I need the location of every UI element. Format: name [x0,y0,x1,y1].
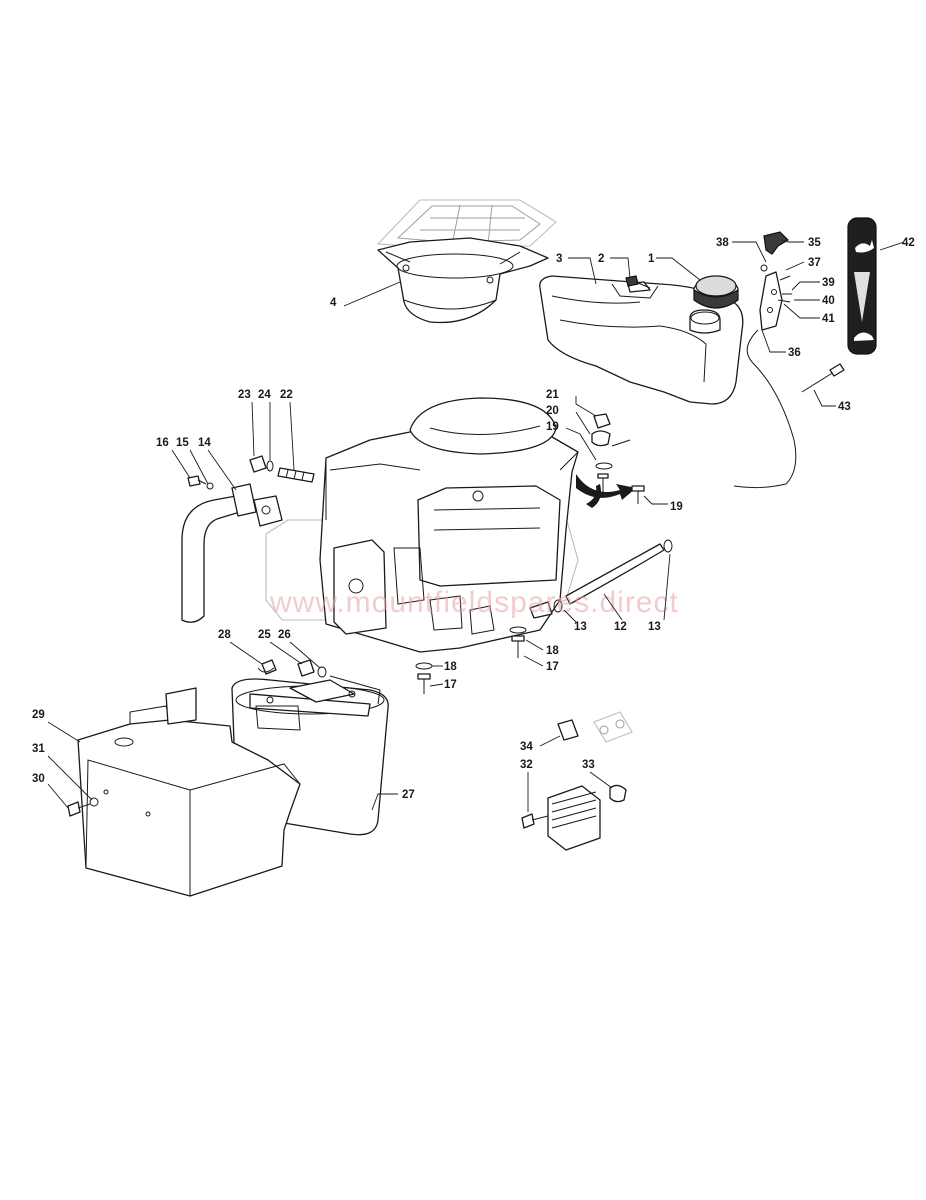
part-label-19-lower: 19 [670,501,683,513]
cover-screw [67,797,99,817]
part-label-30: 30 [32,773,45,785]
part-label-20: 20 [546,405,559,417]
fuel-tank [539,275,744,405]
fuel-cap [689,275,739,334]
part-label-2: 2 [598,253,604,265]
part-label-36: 36 [788,347,801,359]
hare-icon [855,240,874,253]
part-label-13-right: 13 [648,621,661,633]
part-label-35: 35 [808,237,821,249]
part-label-39: 39 [822,277,835,289]
dipstick [801,363,845,393]
relay [557,711,633,743]
part-label-38: 38 [716,237,729,249]
leader-lines [47,239,905,812]
part-number-labels: 1 2 3 4 12 13 13 14 15 16 17 17 18 18 19… [32,237,915,801]
part-label-34: 34 [520,741,533,753]
part-label-15: 15 [176,437,189,449]
duct-fasteners [257,659,327,678]
exhaust-stud-nut [249,455,315,483]
part-label-23: 23 [238,389,251,401]
part-label-18-right: 18 [546,645,559,657]
tank-screw [625,275,651,289]
part-label-37: 37 [808,257,821,269]
tortoise-icon [854,332,874,341]
part-label-41: 41 [822,313,835,325]
part-label-3: 3 [556,253,562,265]
exhaust-pipe [181,475,283,623]
part-label-18-left: 18 [444,661,457,673]
part-label-32: 32 [520,759,533,771]
voltage-regulator [521,784,627,851]
mounting-hardware-upper [591,413,645,504]
fuel-hose [529,539,673,619]
part-label-31: 31 [32,743,45,755]
assembly-direction-arrow [576,474,636,508]
blower-cover [77,687,301,897]
part-label-26: 26 [278,629,291,641]
part-label-22: 22 [280,389,293,401]
shroud-cup [377,237,549,324]
part-label-25: 25 [258,629,271,641]
part-label-16: 16 [156,437,169,449]
engine-block [265,397,579,653]
part-label-42: 42 [902,237,915,249]
part-label-43: 43 [838,401,851,413]
speed-decal [847,217,877,355]
part-label-27: 27 [402,789,415,801]
part-label-14: 14 [198,437,211,449]
part-label-28: 28 [218,629,231,641]
part-label-17-left: 17 [444,679,457,691]
part-label-1: 1 [648,253,655,265]
part-label-21: 21 [546,389,559,401]
part-label-17-right: 17 [546,661,559,673]
part-label-4: 4 [330,297,337,309]
part-label-29: 29 [32,709,45,721]
part-label-13-left: 13 [574,621,587,633]
throttle-lever-assembly [733,231,797,489]
part-label-12: 12 [614,621,627,633]
part-label-24: 24 [258,389,271,401]
part-label-19-upper: 19 [546,421,559,433]
part-label-33: 33 [582,759,595,771]
part-label-40: 40 [822,295,835,307]
